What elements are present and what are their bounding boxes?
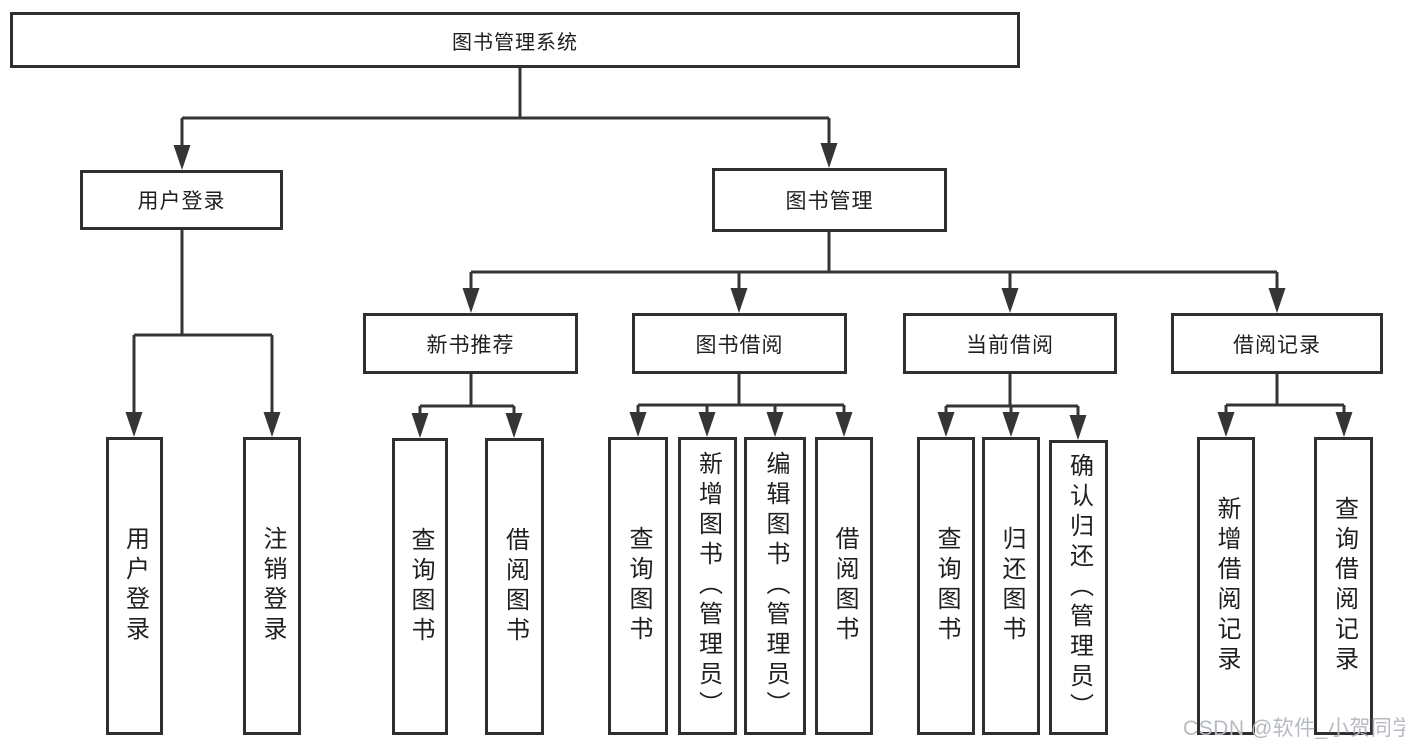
node-borrowing-records: 借阅记录 [1171, 313, 1383, 374]
leaf-user-login: 用户登录 [106, 437, 163, 735]
node-current-borrowing: 当前借阅 [903, 313, 1117, 374]
connector-arrowheads [125, 143, 1353, 440]
leaf-add-borrow-record: 新增借阅记录 [1197, 437, 1255, 735]
node-library-management-system: 图书管理系统 [10, 12, 1020, 68]
leaf-edit-books-admin: 编辑图书（管理员） [744, 437, 806, 735]
leaf-logout: 注销登录 [243, 437, 301, 735]
connector-lines [132, 68, 1346, 420]
leaf-query-borrow-record: 查询借阅记录 [1314, 437, 1373, 735]
leaf-query-books-recommend: 查询图书 [392, 438, 448, 735]
node-book-borrowing: 图书借阅 [632, 313, 847, 374]
node-book-management: 图书管理 [712, 168, 947, 232]
csdn-watermark: CSDN @软件_小贺同学 [1183, 717, 1405, 740]
node-new-book-recommendation: 新书推荐 [363, 313, 578, 374]
leaf-return-books: 归还图书 [982, 437, 1040, 735]
leaf-confirm-return-admin: 确认归还（管理员） [1049, 440, 1108, 735]
leaf-add-books-admin: 新增图书（管理员） [678, 437, 737, 735]
node-user-login: 用户登录 [80, 170, 283, 230]
leaf-query-books-borrowing: 查询图书 [608, 437, 668, 735]
leaf-borrow-books: 借阅图书 [815, 437, 873, 735]
leaf-query-books-current: 查询图书 [917, 437, 975, 735]
leaf-borrow-books-recommend: 借阅图书 [485, 438, 544, 735]
